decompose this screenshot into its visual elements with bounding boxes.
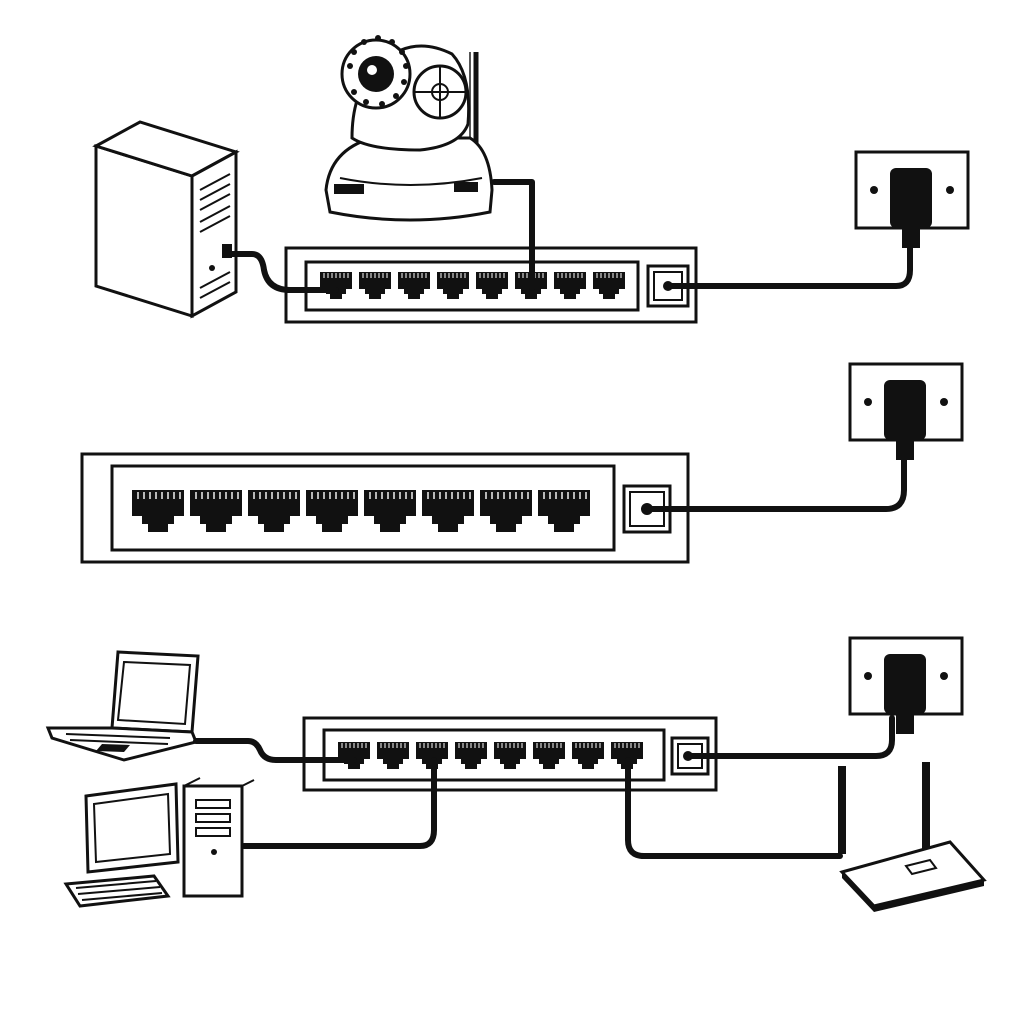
cable-power-3 [685, 715, 895, 759]
ip-camera-icon [324, 35, 494, 222]
server-tower-icon [92, 120, 240, 319]
scene-2 [80, 362, 964, 564]
desktop-computer-icon [84, 777, 255, 898]
wall-outlet-icon [848, 636, 964, 736]
antenna-icon [838, 762, 930, 856]
wifi-router-icon [838, 762, 987, 912]
laptop-icon [45, 650, 200, 762]
switch-2 [80, 452, 690, 564]
cable-desktop-to-switch [241, 757, 437, 849]
cable-power-1 [665, 245, 913, 289]
scene-1 [92, 35, 970, 324]
keyboard-icon [63, 874, 171, 908]
switch-1 [284, 246, 698, 324]
cable-laptop-to-switch [193, 738, 357, 763]
cable-server-to-switch [229, 251, 339, 293]
scene-3 [45, 636, 987, 912]
cable-power-2 [644, 457, 907, 512]
switch-3 [302, 716, 718, 792]
cable-camera-to-switch [491, 179, 535, 291]
wall-outlet-icon [854, 150, 970, 250]
wall-outlet-icon [848, 362, 964, 462]
cable-router-to-switch [625, 757, 843, 859]
